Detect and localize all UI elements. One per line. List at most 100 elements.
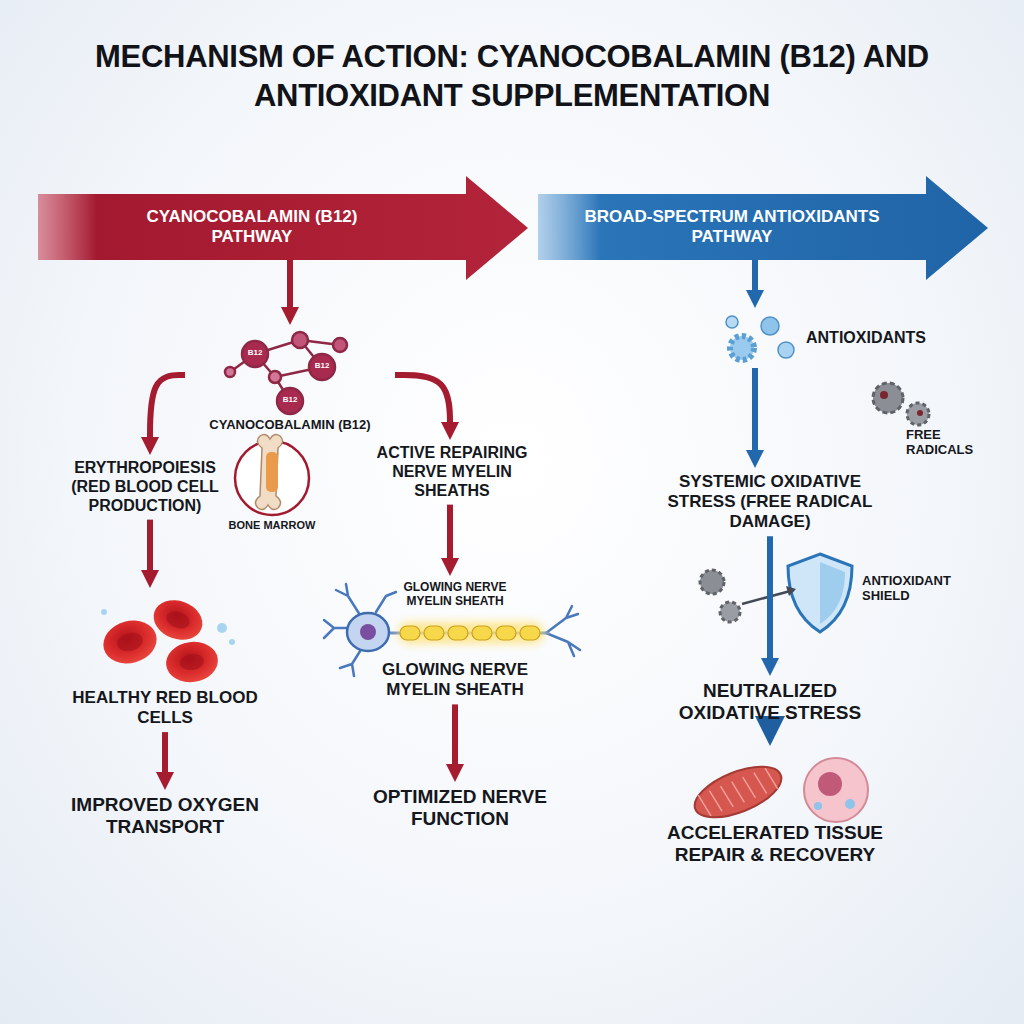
flow-step: ACCELERATED TISSUE REPAIR & RECOVERY xyxy=(630,746,920,871)
atom-label: B12 xyxy=(240,348,270,357)
atom-label: B12 xyxy=(307,361,337,370)
molecule-atom xyxy=(292,332,308,348)
illustration-label: ANTIOXIDANT SHIELD xyxy=(862,574,966,604)
oxygen-bubble xyxy=(101,609,107,615)
banner-arrow-body xyxy=(538,176,988,280)
radical-spot xyxy=(917,410,923,416)
molecule-atom xyxy=(333,338,347,352)
free-radical xyxy=(700,570,724,594)
marrow-core xyxy=(266,452,278,492)
dendrite xyxy=(340,648,362,676)
muscle-tissue xyxy=(688,756,788,828)
tissue-cell xyxy=(804,758,868,822)
muscle-fibre xyxy=(698,794,711,818)
pathway-banner: CYANOCOBALAMIN (B12) PATHWAY xyxy=(38,176,528,280)
flow-step: SYSTEMIC OXIDATIVE STRESS (FREE RADICAL … xyxy=(640,468,900,536)
banner-title: BROAD-SPECTRUM ANTIOXIDANTS PATHWAY xyxy=(582,207,882,247)
red-blood-cell xyxy=(163,639,220,686)
banner-text-box: CYANOCOBALAMIN (B12) PATHWAY xyxy=(38,194,466,260)
flow-step: HEALTHY RED BLOOD CELLS xyxy=(60,588,270,732)
deflect-arrowhead xyxy=(786,586,796,596)
cell-organelle xyxy=(845,799,855,809)
step-text: SYSTEMIC OXIDATIVE STRESS (FREE RADICAL … xyxy=(644,472,896,532)
cell-nucleus xyxy=(818,772,842,796)
diagram-title: MECHANISM OF ACTION: CYANOCOBALAMIN (B12… xyxy=(52,38,972,116)
flow-arrow xyxy=(767,729,773,731)
red-blood-cell xyxy=(98,615,161,670)
antioxidant-bubble xyxy=(778,342,794,358)
red-blood-cell-center xyxy=(115,630,145,654)
oxygen-bubble xyxy=(229,639,235,645)
bone-marrow-icon xyxy=(235,435,309,515)
flow-step: OPTIMIZED NERVE FUNCTION xyxy=(350,782,570,835)
cell-organelle xyxy=(814,802,822,810)
flow-step: ERYTHROPOIESIS (RED BLOOD CELL PRODUCTIO… xyxy=(60,455,230,520)
myelin-sheath xyxy=(400,626,540,640)
flow-step: GLOWING NERVE MYELIN SHEATHGLOWING NERVE… xyxy=(330,576,580,704)
flow-step: IMPROVED OXYGEN TRANSPORT xyxy=(45,790,285,843)
dendrite xyxy=(336,584,360,615)
atom-label: B12 xyxy=(275,395,305,404)
flow-arrow xyxy=(452,704,458,773)
antioxidant-shield xyxy=(788,554,852,632)
myelin-segment xyxy=(448,626,468,640)
antioxidant-bubbles xyxy=(726,316,794,360)
flow-arrow xyxy=(162,732,168,781)
red-blood-cells-figure xyxy=(98,594,235,686)
illustration-label: BONE MARROW xyxy=(217,519,327,532)
flow-arrow xyxy=(395,375,450,431)
molecule-figure xyxy=(225,332,347,414)
myelin-segment xyxy=(424,626,444,640)
shield-highlight xyxy=(820,562,845,624)
shield-figure xyxy=(700,554,852,632)
cell-body xyxy=(347,613,389,651)
muscle-fibre xyxy=(743,776,756,800)
step-text: CYANOCOBALAMIN (B12) xyxy=(189,417,391,432)
banner-text-box: BROAD-SPECTRUM ANTIOXIDANTS PATHWAY xyxy=(538,194,926,260)
pathway-banner: BROAD-SPECTRUM ANTIOXIDANTS PATHWAY xyxy=(538,176,988,280)
molecule-atom xyxy=(269,371,281,383)
oxygen-bubble xyxy=(217,623,227,633)
muscle-fibre xyxy=(754,771,767,795)
flow-arrow xyxy=(150,375,185,446)
step-text: OPTIMIZED NERVE FUNCTION xyxy=(365,786,555,831)
flow-arrow xyxy=(287,260,293,316)
banner-arrow-body xyxy=(38,176,528,280)
flow-arrow xyxy=(147,520,153,579)
axon-terminal xyxy=(546,606,580,656)
muscle-fibres xyxy=(698,767,777,818)
antioxidant-bubble xyxy=(726,316,738,328)
free-radical xyxy=(720,602,740,622)
myelin-segment xyxy=(400,626,420,640)
muscle-fibre xyxy=(709,789,722,813)
myelin-segment xyxy=(520,626,540,640)
step-text: GLOWING NERVE MYELIN SHEATH xyxy=(395,580,515,608)
flow-step: ACTIVE REPAIRING NERVE MYELIN SHEATHS xyxy=(362,440,542,505)
step-text: ANTIOXIDANTS xyxy=(806,329,926,348)
antioxidant-bubble xyxy=(761,317,779,335)
step-text: ERYTHROPOIESIS (RED BLOOD CELL PRODUCTIO… xyxy=(64,459,226,516)
flow-arrow xyxy=(767,536,773,667)
dendrite xyxy=(376,592,396,612)
nucleus xyxy=(360,624,376,640)
molecule-atom xyxy=(225,367,235,377)
red-blood-cell-center xyxy=(179,652,205,671)
myelin-segment xyxy=(496,626,516,640)
flow-step: CYANOCOBALAMIN (B12) xyxy=(185,325,395,436)
red-blood-cell xyxy=(148,594,208,647)
muscle-fibre xyxy=(732,780,745,804)
step-text: NEUTRALIZED OXIDATIVE STRESS xyxy=(660,680,880,725)
free-radical xyxy=(873,383,903,413)
red-blood-cell-center xyxy=(164,608,192,631)
muscle-fibre xyxy=(765,767,778,791)
free-radicals-figure xyxy=(873,383,929,425)
step-text: ACTIVE REPAIRING NERVE MYELIN SHEATHS xyxy=(366,444,538,501)
flow-arrow xyxy=(752,260,758,299)
flow-step: ANTIOXIDANTS xyxy=(718,308,940,368)
bone-shape xyxy=(255,435,282,510)
step-text: HEALTHY RED BLOOD CELLS xyxy=(70,688,260,728)
myelin-segment xyxy=(472,626,492,640)
myelin-glow xyxy=(398,622,544,644)
flow-arrow xyxy=(752,368,758,459)
